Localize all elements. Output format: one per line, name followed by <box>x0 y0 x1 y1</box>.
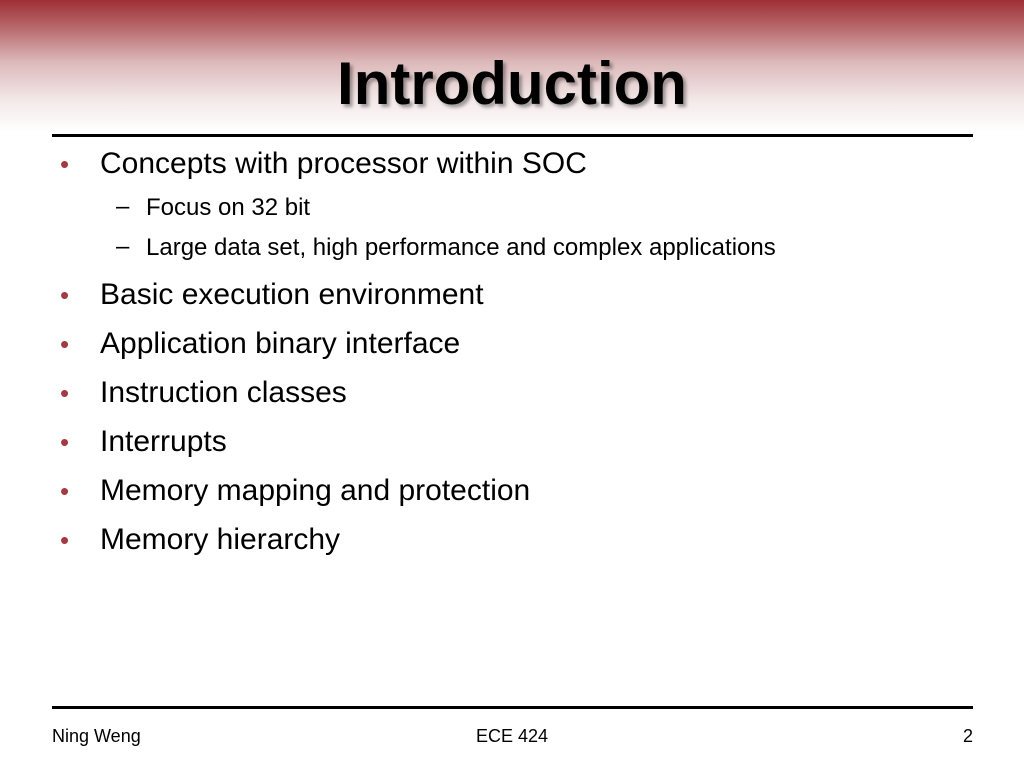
bullet-marker: • <box>60 378 70 408</box>
bullet-marker: • <box>60 149 70 179</box>
slide-title: Introduction <box>337 50 687 117</box>
sub-bullet-text: Focus on 32 bit <box>146 194 311 221</box>
footer-course: ECE 424 <box>475 726 549 746</box>
bullet-marker: • <box>60 525 70 555</box>
bullet-text: Memory mapping and protection <box>100 474 531 507</box>
bullet-text: Interrupts <box>100 425 227 458</box>
footer-page-number: 2 <box>962 726 973 746</box>
bullet-marker: • <box>60 329 70 359</box>
sub-bullet-marker: – <box>116 233 130 260</box>
bullet-text: Memory hierarchy <box>100 523 341 556</box>
sub-bullet-text: Large data set, high performance and com… <box>146 234 776 261</box>
bullet-marker: • <box>60 476 70 506</box>
header-band <box>0 0 1024 132</box>
bullet-text: Application binary interface <box>100 327 461 360</box>
footer-author: Ning Weng <box>52 726 141 746</box>
bullet-marker: • <box>60 280 70 310</box>
sub-bullet-marker: – <box>116 193 130 220</box>
bullet-text: Basic execution environment <box>100 278 484 311</box>
title-divider <box>52 134 973 137</box>
bullet-text: Instruction classes <box>100 376 347 409</box>
bullet-marker: • <box>60 427 70 457</box>
footer-divider <box>52 706 973 709</box>
bullet-text: Concepts with processor within SOC <box>100 147 587 180</box>
